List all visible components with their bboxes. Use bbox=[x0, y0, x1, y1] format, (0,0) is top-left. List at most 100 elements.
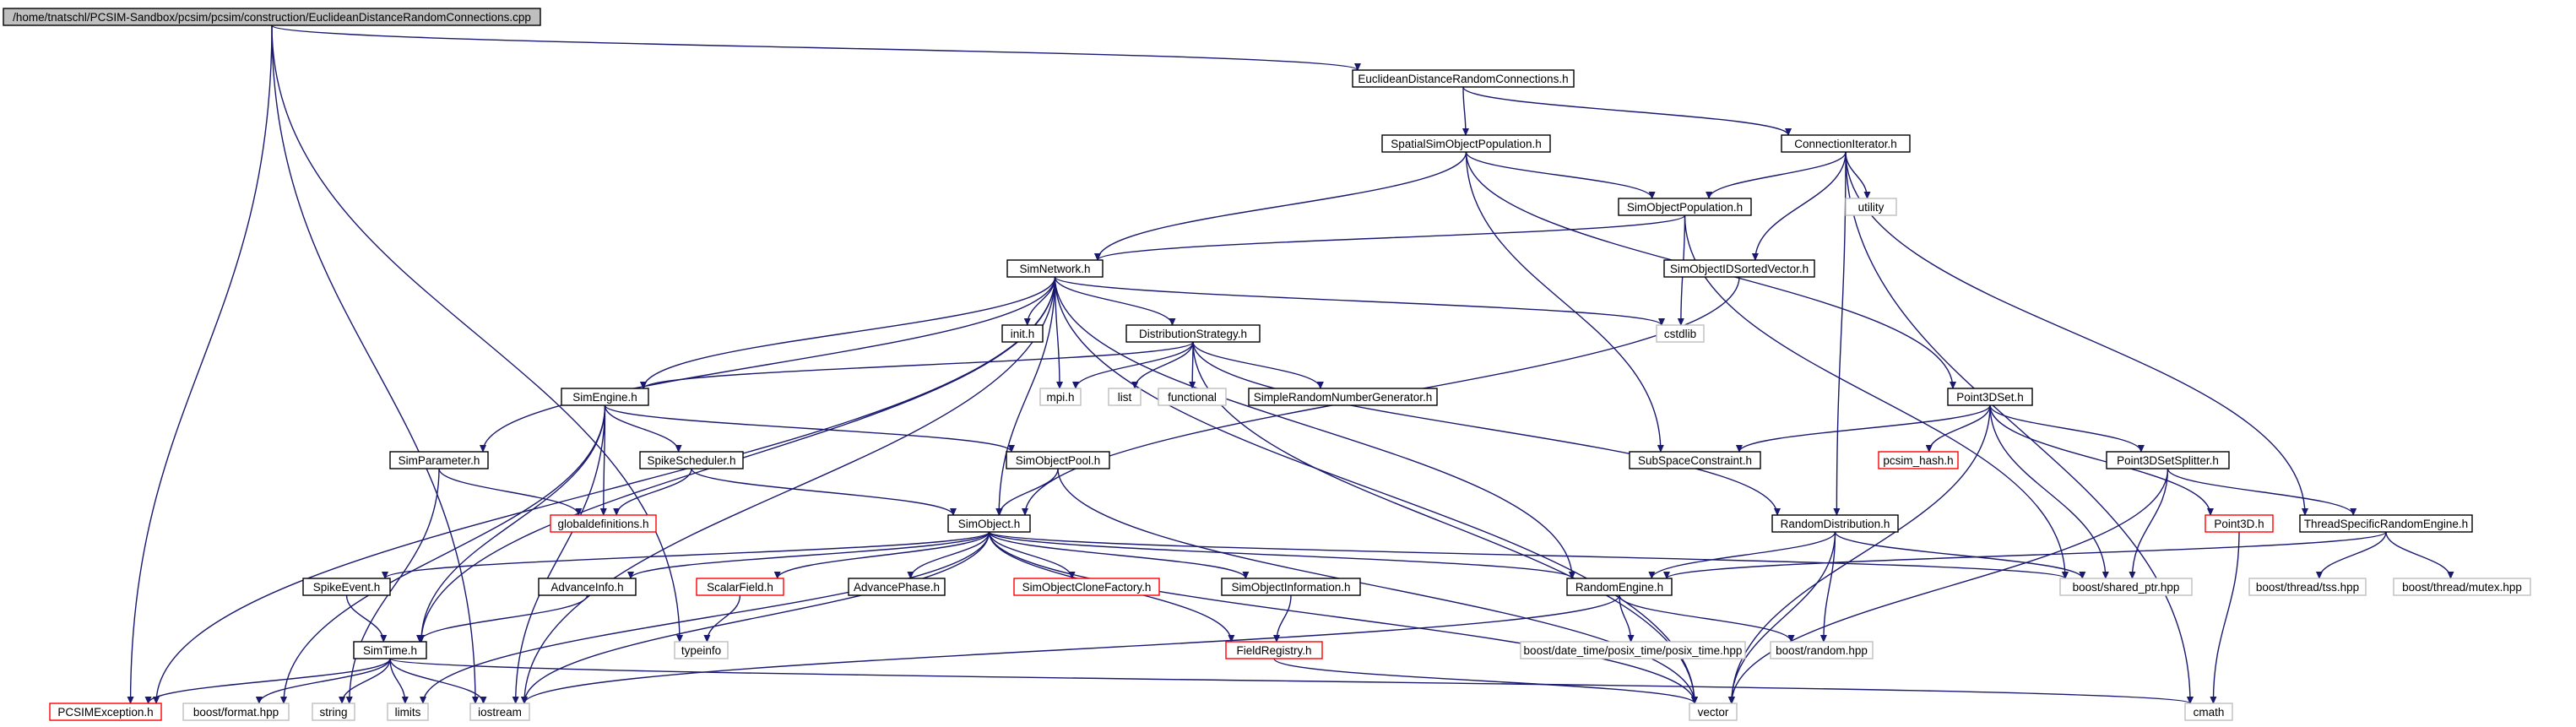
node-srng[interactable]: SimpleRandomNumberGenerator.h bbox=[1248, 388, 1438, 406]
node-layer: /home/tnatschl/PCSIM-Sandbox/pcsim/pcsim… bbox=[3, 8, 2531, 721]
node-label: SpikeScheduler.h bbox=[647, 454, 735, 467]
edge-scalarfield-to-typeinfo bbox=[703, 594, 741, 643]
edge-simtime-to-cmath bbox=[389, 658, 2194, 704]
node-label: cmath bbox=[2194, 706, 2225, 719]
node-soinfo[interactable]: SimObjectInformation.h bbox=[1221, 578, 1361, 596]
node-label: Point3D.h bbox=[2214, 518, 2264, 530]
node-ssop[interactable]: SpatialSimObjectPopulation.h bbox=[1381, 134, 1551, 153]
node-simnetwork[interactable]: SimNetwork.h bbox=[1006, 259, 1104, 278]
node-box bbox=[1248, 388, 1438, 406]
edge-simtime-to-string bbox=[339, 658, 391, 704]
node-edrc[interactable]: EuclideanDistanceRandomConnections.h bbox=[1352, 69, 1575, 88]
node-simtime[interactable]: SimTime.h bbox=[353, 641, 427, 659]
node-label: SimNetwork.h bbox=[1019, 263, 1090, 275]
node-tsre[interactable]: ThreadSpecificRandomEngine.h bbox=[2299, 514, 2473, 533]
node-label: boost/format.hpp bbox=[193, 706, 279, 719]
node-advinfo[interactable]: AdvanceInfo.h bbox=[538, 578, 637, 596]
node-label: SimObjectIDSortedVector.h bbox=[1670, 263, 1809, 275]
node-box bbox=[1520, 641, 1746, 659]
node-init[interactable]: init.h bbox=[1001, 324, 1044, 343]
node-label: boost/thread/tss.hpp bbox=[2256, 581, 2359, 594]
node-limits: limits bbox=[387, 703, 429, 721]
edge-simobject-to-advinfo bbox=[627, 531, 990, 579]
edge-point3d-to-cmath bbox=[2210, 531, 2240, 704]
node-label: SimObjectPool.h bbox=[1016, 454, 1101, 467]
edge-point3dset-to-p3dsplitter bbox=[1989, 404, 2145, 453]
node-tss: boost/thread/tss.hpp bbox=[2248, 578, 2367, 596]
node-label: SimpleRandomNumberGenerator.h bbox=[1254, 391, 1433, 404]
edge-simnetwork-to-simparam bbox=[480, 276, 1056, 453]
node-functional: functional bbox=[1158, 388, 1227, 406]
node-conniter[interactable]: ConnectionIterator.h bbox=[1781, 134, 1911, 153]
node-label: ScalarField.h bbox=[707, 581, 773, 594]
node-label: iostream bbox=[478, 706, 522, 719]
node-soPool[interactable]: SimObjectPool.h bbox=[1006, 451, 1110, 469]
node-box bbox=[1158, 388, 1227, 406]
edge-simnetwork-to-randengine bbox=[1054, 276, 1575, 579]
node-box bbox=[1771, 514, 1899, 533]
node-spikesched[interactable]: SpikeScheduler.h bbox=[639, 451, 744, 469]
node-subspace[interactable]: SubSpaceConstraint.h bbox=[1629, 451, 1761, 469]
edge-diststrat-to-randdist bbox=[1192, 341, 1781, 516]
node-simparam[interactable]: SimParameter.h bbox=[389, 451, 489, 469]
node-label: mpi.h bbox=[1046, 391, 1074, 404]
node-label: SpikeEvent.h bbox=[313, 581, 381, 594]
edge-randengine-to-posixtime bbox=[1619, 594, 1635, 643]
node-box bbox=[1618, 198, 1752, 216]
node-label: FieldRegistry.h bbox=[1236, 644, 1311, 657]
node-scalarfield: ScalarField.h bbox=[696, 578, 784, 596]
node-p3dsplitter[interactable]: Point3DSetSplitter.h bbox=[2106, 451, 2230, 469]
node-box bbox=[1352, 69, 1575, 88]
node-label: boost/date_time/posix_time/posix_time.hp… bbox=[1524, 644, 1743, 657]
node-fieldreg: FieldRegistry.h bbox=[1225, 641, 1323, 659]
edge-simengine-to-spikesched bbox=[604, 404, 682, 453]
node-label: SimObjectInformation.h bbox=[1231, 581, 1350, 594]
node-box bbox=[389, 451, 489, 469]
edge-edrc-to-ssop bbox=[1462, 86, 1469, 136]
node-box bbox=[1006, 259, 1104, 278]
node-box bbox=[387, 703, 429, 721]
node-randdist[interactable]: RandomDistribution.h bbox=[1771, 514, 1899, 533]
node-box bbox=[3, 8, 541, 26]
node-boostrandom: boost/random.hpp bbox=[1770, 641, 1874, 659]
node-list: list bbox=[1108, 388, 1142, 406]
node-simengine[interactable]: SimEngine.h bbox=[561, 388, 649, 406]
edge-sop-to-simnetwork bbox=[1094, 214, 1686, 261]
node-label: pcsim_hash.h bbox=[1883, 454, 1953, 467]
node-root: /home/tnatschl/PCSIM-Sandbox/pcsim/pcsim… bbox=[3, 8, 541, 26]
node-label: typeinfo bbox=[681, 644, 721, 657]
edge-sop-to-sharedptr bbox=[1684, 214, 2069, 579]
node-pcsimexc: PCSIMException.h bbox=[49, 703, 162, 721]
edge-fieldreg-to-vector bbox=[1273, 658, 1698, 704]
edge-simnetwork-to-diststrat bbox=[1054, 276, 1176, 326]
node-advphase[interactable]: AdvancePhase.h bbox=[848, 578, 946, 596]
edge-simobject-to-advphase bbox=[907, 531, 990, 579]
node-spikeevent[interactable]: SpikeEvent.h bbox=[302, 578, 391, 596]
edge-diststrat-to-srng bbox=[1192, 341, 1324, 389]
edge-randdist-to-sharedptr bbox=[1834, 531, 2086, 579]
edge-simparam-to-string bbox=[345, 468, 440, 704]
node-box bbox=[2106, 451, 2230, 469]
edge-point3dset-to-sharedptr bbox=[1989, 404, 2109, 579]
node-box bbox=[947, 514, 1031, 533]
node-label: string bbox=[319, 706, 347, 719]
edge-tsre-to-mutex bbox=[2385, 531, 2454, 579]
node-box bbox=[2299, 514, 2473, 533]
node-simobject[interactable]: SimObject.h bbox=[947, 514, 1031, 533]
edge-ssop-to-sop bbox=[1465, 151, 1656, 199]
node-diststrat[interactable]: DistributionStrategy.h bbox=[1125, 324, 1261, 343]
node-cmath: cmath bbox=[2184, 703, 2233, 721]
node-point3dset[interactable]: Point3DSet.h bbox=[1947, 388, 2033, 406]
node-label: globaldefinitions.h bbox=[557, 518, 648, 530]
node-label: SimObjectCloneFactory.h bbox=[1022, 581, 1152, 594]
node-label: EuclideanDistanceRandomConnections.h bbox=[1358, 73, 1568, 85]
edge-soPool-to-simobject bbox=[995, 468, 1059, 516]
edge-spikesched-to-globaldef bbox=[613, 468, 692, 516]
edge-edrc-to-conniter bbox=[1462, 86, 1792, 136]
node-randengine[interactable]: RandomEngine.h bbox=[1566, 578, 1673, 596]
node-soidsv[interactable]: SimObjectIDSortedVector.h bbox=[1663, 259, 1815, 278]
node-label: boost/shared_ptr.hpp bbox=[2073, 581, 2180, 594]
node-sop[interactable]: SimObjectPopulation.h bbox=[1618, 198, 1752, 216]
edge-root-to-edrc bbox=[271, 24, 1361, 71]
edge-p3dsplitter-to-sharedptr bbox=[2129, 468, 2169, 579]
